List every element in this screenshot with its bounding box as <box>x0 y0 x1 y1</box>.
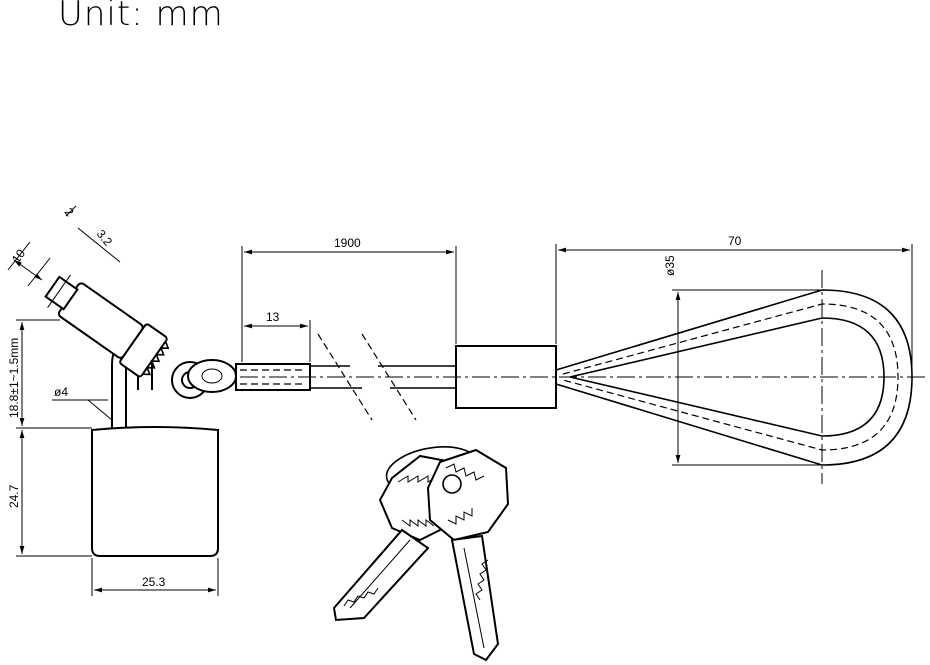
keys <box>332 446 510 662</box>
dim-sleeve-length: 13 <box>266 310 280 324</box>
dim-cable-length: 1900 <box>334 236 361 250</box>
cable-loop <box>555 289 913 466</box>
dim-shackle-gap: 2 <box>62 205 77 219</box>
dim-shackle-height: 18.8±1~1.5mm <box>7 338 21 418</box>
padlock-body <box>91 426 219 557</box>
key-right <box>426 448 510 542</box>
cable-lock-head: 10 2 3.2 <box>7 205 237 399</box>
dim-loop-length: 70 <box>728 234 742 248</box>
dim-body-height: 24.7 <box>7 484 21 508</box>
dim-loop-width: ø35 <box>663 255 677 276</box>
unit-title: Unit: mm <box>58 0 224 34</box>
dim-shackle-width: 10 <box>9 246 28 265</box>
dim-shackle-dia: ø4 <box>54 385 68 399</box>
dim-shackle-offset: 3.2 <box>94 227 116 249</box>
cable: 1900 13 70 ø35 <box>235 234 928 484</box>
dim-body-width: 25.3 <box>142 575 166 589</box>
